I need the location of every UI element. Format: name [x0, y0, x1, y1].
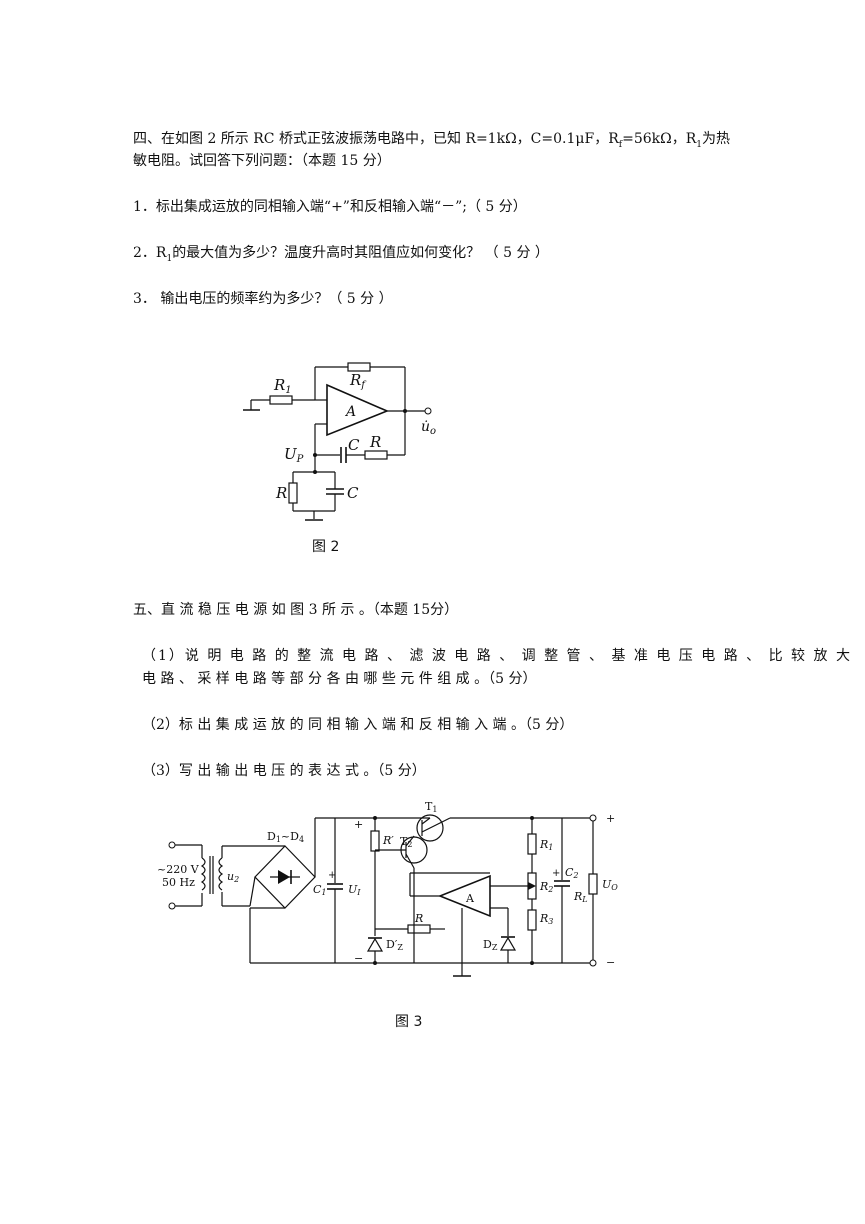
label-r: R: [414, 912, 423, 925]
label-dz-prime: D′Z: [386, 938, 403, 952]
resistor-rf: [347, 362, 371, 372]
label-u1: UI: [348, 883, 361, 897]
label-rl: RL: [573, 890, 588, 904]
resistor-r1: [269, 395, 293, 405]
label-r3: R3: [539, 912, 553, 926]
label-r1: R1: [539, 838, 553, 852]
transformer-secondary: [218, 857, 224, 891]
label-t1: T1: [425, 800, 437, 814]
resistor-r-series: [364, 450, 388, 460]
label-r1: R1: [273, 376, 292, 396]
q4-line1: 四、在如图 2 所示 RC 桥式正弦波振荡电路中，已知 R=1kΩ，C=0.1μ…: [133, 131, 731, 150]
q5-item1-line1: （1）说 明 电 路 的 整 流 电 路 、 滤 波 电 路 、 调 整 管 、…: [142, 648, 852, 664]
label-source-voltage: ~220 V: [157, 863, 200, 876]
opamp-triangle: [326, 383, 390, 437]
label-c1: C1: [313, 883, 327, 897]
label-dz: DZ: [483, 938, 498, 952]
label-c2: C2: [565, 866, 579, 880]
label-c2-plus: +: [552, 868, 560, 879]
label-source-frequency: 50 Hz: [162, 876, 195, 889]
label-opamp-a: A: [344, 404, 356, 420]
q4-item2: 2．R1的最大值为多少？温度升高时其阻值应如何变化？ （ 5 分 ）: [133, 245, 549, 264]
q4-line2: 敏电阻。试回答下列问题：（本题 15 分）: [133, 153, 391, 169]
label-r-shunt: R: [275, 484, 287, 502]
opamp-triangle: [437, 874, 491, 918]
label-c1-plus: +: [328, 870, 336, 881]
q5-item3: （3）写 出 输 出 电 压 的 表 达 式 。（5 分）: [142, 763, 426, 779]
label-r-prime: R′: [382, 834, 394, 847]
figure-2-caption: 图 2: [312, 539, 340, 555]
resistor-r-shunt: [288, 482, 298, 504]
q5-title: 五、直 流 稳 压 电 源 如 图 3 所 示 。（本题 15分）: [133, 602, 459, 618]
label-c-series: C: [348, 436, 360, 454]
label-c-shunt: C: [347, 484, 359, 502]
transistor-t1: [416, 814, 444, 842]
figure-2-circuit: R1 Rf A UP C R R C u̇o: [243, 362, 436, 521]
resistor-r: [407, 924, 431, 934]
label-minus-bottom: −: [354, 952, 363, 965]
label-u2: u2: [227, 870, 239, 884]
q4-item1: 1．标出集成运放的同相输入端“+”和反相输入端“－”;（ 5 分）: [133, 199, 527, 215]
label-plus-top: +: [354, 818, 363, 831]
label-rf: Rf: [349, 371, 367, 391]
label-t2: T2: [400, 835, 412, 849]
label-uo: u̇o: [421, 419, 436, 437]
label-uo: UO: [602, 878, 618, 892]
q5-item2: （2）标 出 集 成 运 放 的 同 相 输 入 端 和 反 相 输 入 端 。…: [142, 717, 574, 733]
label-r-series: R: [369, 433, 381, 451]
q4-item3: 3． 输出电压的频率约为多少？（ 5 分 ）: [133, 291, 393, 307]
label-out-minus: −: [606, 956, 615, 969]
resistor-r1: [527, 833, 537, 855]
label-opamp-a: A: [465, 892, 475, 905]
label-up: UP: [284, 445, 304, 465]
label-out-plus: +: [606, 812, 615, 825]
q5-item1-line2: 电 路 、 采 样 电 路 等 部 分 各 由 哪 些 元 件 组 成 。（5 …: [142, 671, 537, 687]
label-r2: R2: [539, 880, 553, 894]
label-bridge-diodes: D1~D4: [267, 830, 304, 844]
resistor-r3: [527, 909, 537, 931]
figure-3-circuit: ~220 V 50 Hz u2 D1~D4 + − + C1 UI R′ T1 …: [157, 800, 618, 977]
resistor-rl: [588, 873, 598, 895]
resistor-r-prime: [370, 830, 380, 852]
transformer-primary: [200, 857, 206, 891]
figure-3-caption: 图 3: [395, 1014, 423, 1030]
